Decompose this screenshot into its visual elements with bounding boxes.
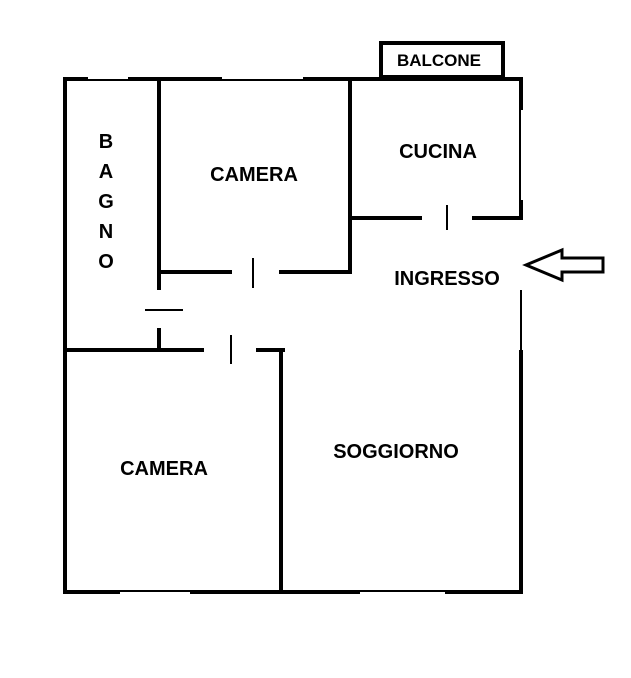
label-balcone: BALCONE <box>397 51 481 70</box>
label-soggiorno: SOGGIORNO <box>333 441 459 463</box>
label-camera-bottom: CAMERA <box>120 458 208 480</box>
label-ingresso: INGRESSO <box>394 268 500 290</box>
label-camera-top: CAMERA <box>210 164 298 186</box>
balcone-outline <box>379 41 505 79</box>
arrow-left-icon <box>522 247 605 283</box>
door-markers <box>145 205 448 364</box>
label-cucina: CUCINA <box>399 141 477 163</box>
interior-walls <box>63 77 523 594</box>
